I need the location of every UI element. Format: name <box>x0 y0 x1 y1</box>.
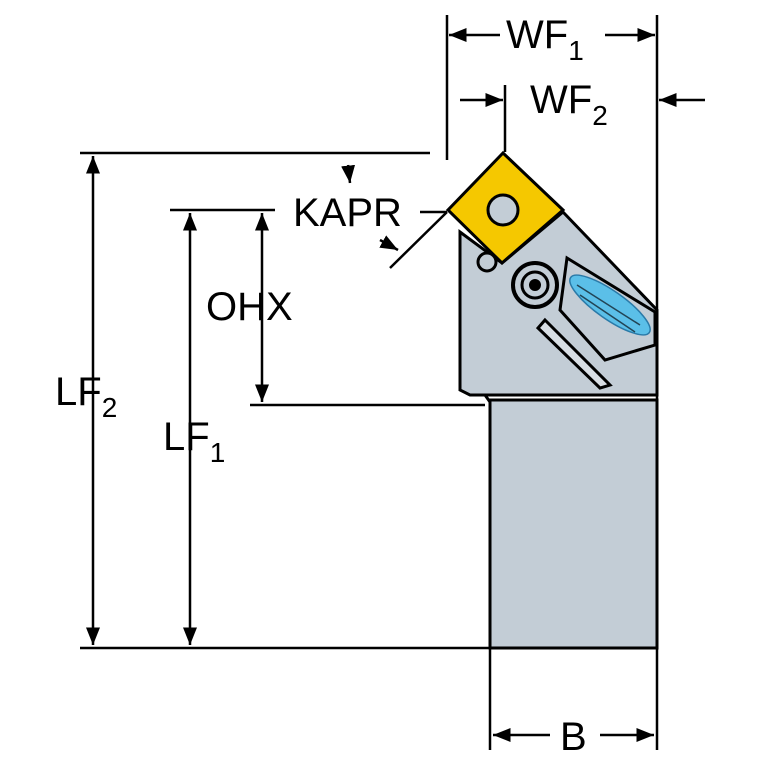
label-wf1: WF1 <box>506 13 584 66</box>
label-b: B <box>560 715 587 759</box>
head-step <box>483 394 492 403</box>
tool-shank <box>488 398 659 650</box>
pin-hole <box>476 251 498 273</box>
label-lf1: LF1 <box>163 415 225 468</box>
label-wf2: WF2 <box>530 78 608 131</box>
label-lf2: LF2 <box>55 370 117 423</box>
label-kapr: KAPR <box>293 191 402 235</box>
coolant-channel <box>569 274 651 336</box>
kapr-arrow-top <box>341 164 356 184</box>
insert-hole <box>486 193 520 227</box>
kapr-arrow-bottom <box>379 235 399 252</box>
label-ohx: OHX <box>206 285 293 329</box>
extension-lines <box>80 15 659 750</box>
clamp-slot <box>535 317 613 390</box>
